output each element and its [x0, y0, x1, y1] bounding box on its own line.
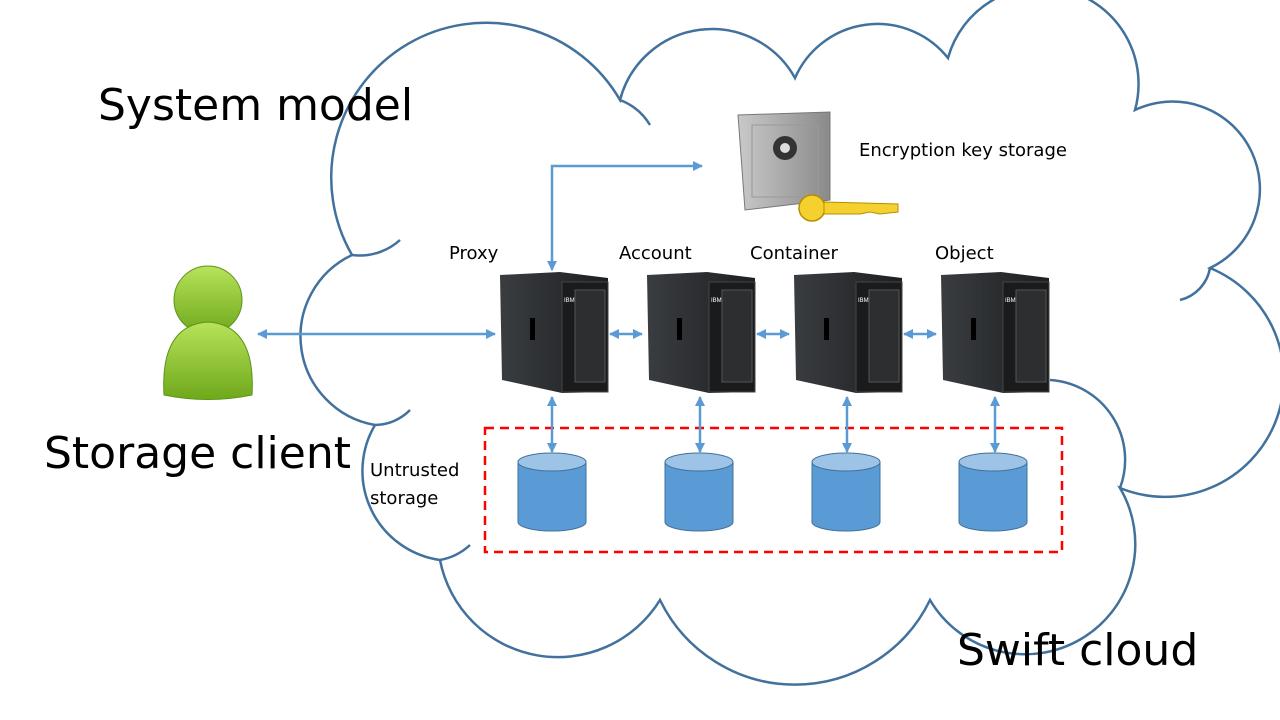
- server-label-account: Account: [619, 243, 692, 264]
- swift-cloud-label: Swift cloud: [957, 625, 1199, 676]
- ibm-logo: IBM: [858, 298, 869, 304]
- storage-cylinder: [958, 452, 1028, 532]
- encryption-key-safe-icon: [737, 111, 899, 222]
- server-object: IBM: [941, 272, 1050, 393]
- ibm-logo: IBM: [1005, 298, 1016, 304]
- untrusted-storage-label-1: Untrusted: [370, 460, 460, 481]
- storage-cylinder: [664, 452, 734, 532]
- server-container: IBM: [794, 272, 903, 393]
- ibm-logo: IBM: [711, 298, 722, 304]
- storage-client-label: Storage client: [44, 428, 351, 479]
- storage-client-icon: [163, 265, 253, 400]
- server-proxy: IBM: [500, 272, 609, 393]
- untrusted-storage-boundary: [483, 426, 1064, 554]
- server-label-proxy: Proxy: [449, 243, 499, 264]
- swift-cloud-outline: [299, 0, 1280, 686]
- server-label-object: Object: [935, 243, 994, 264]
- storage-cylinder: [811, 452, 881, 532]
- server-label-container: Container: [750, 243, 838, 264]
- ibm-logo: IBM: [564, 298, 575, 304]
- untrusted-storage-label-2: storage: [370, 488, 439, 509]
- server-account: IBM: [647, 272, 756, 393]
- encryption-key-storage-label: Encryption key storage: [859, 140, 1067, 161]
- page-title: System model: [98, 80, 414, 131]
- storage-cylinder: [517, 452, 587, 532]
- proxy-keystore-arrow: [547, 161, 703, 271]
